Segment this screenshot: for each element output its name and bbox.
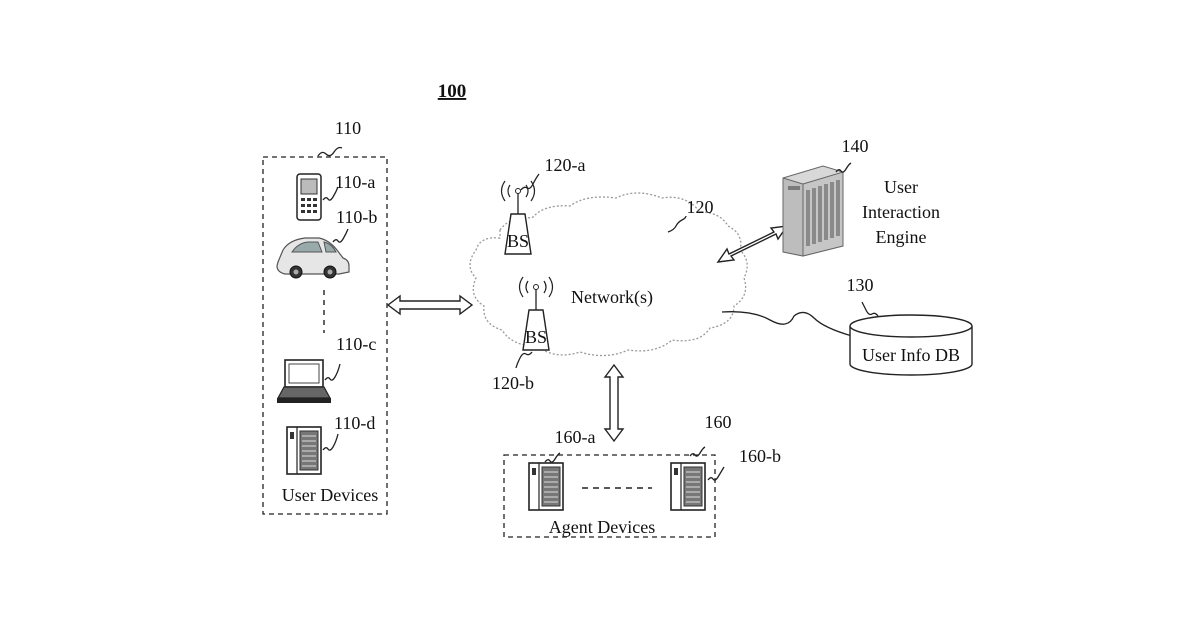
agent-devices-group: Agent Devices 160 160-a	[504, 412, 781, 537]
base-station-ref-120-a: 120-a	[545, 155, 586, 175]
user-info-db: User Info DB 130	[847, 275, 973, 375]
server-tower-icon	[287, 427, 321, 474]
engine-label-line-2: Interaction	[862, 202, 940, 222]
server-tower-icon	[783, 166, 843, 256]
device-ref-110-c: 110-c	[336, 334, 376, 354]
server-tower-icon	[529, 463, 563, 510]
leader-line	[862, 302, 878, 316]
connection-line-network-db	[722, 312, 852, 336]
user-interaction-engine: 140 User Interaction Engine	[783, 136, 940, 256]
db-label: User Info DB	[862, 345, 960, 365]
device-ref-110-b: 110-b	[336, 207, 377, 227]
user-devices-label: User Devices	[282, 485, 378, 505]
device-ref-160-b: 160-b	[739, 446, 781, 466]
base-station-ref-120-b: 120-b	[492, 373, 534, 393]
leader-line	[516, 352, 532, 368]
agent-devices-ref: 160	[705, 412, 732, 432]
laptop-icon	[277, 360, 331, 403]
user-devices-ref: 110	[335, 118, 361, 138]
base-station-label: BS	[507, 231, 529, 251]
engine-ref: 140	[842, 136, 869, 156]
network-label: Network(s)	[571, 287, 653, 308]
car-icon	[277, 238, 349, 278]
db-ref: 130	[847, 275, 874, 295]
device-ref-110-d: 110-d	[334, 413, 375, 433]
user-devices-group: 110 User Devices 110-a 110-b	[263, 118, 387, 514]
bidirectional-arrow-users-network	[388, 296, 472, 314]
leader-line	[318, 148, 342, 157]
device-ref-110-a: 110-a	[335, 172, 375, 192]
device-ref-160-a: 160-a	[555, 427, 596, 447]
agent-devices-label: Agent Devices	[549, 517, 655, 537]
bidirectional-arrow-network-agents	[605, 365, 623, 441]
base-station-label: BS	[525, 327, 547, 347]
leader-line	[325, 364, 340, 380]
leader-line	[333, 229, 348, 242]
network-ref: 120	[687, 197, 714, 217]
leader-line	[323, 434, 338, 450]
figure-number: 100	[438, 81, 467, 102]
engine-label-line-1: User	[884, 177, 918, 197]
mobile-phone-icon	[297, 174, 321, 220]
leader-line	[521, 174, 539, 190]
network-cloud: Network(s) 120 BS 120-a BS 120-b	[470, 155, 747, 393]
leader-line	[708, 467, 724, 480]
engine-label-line-3: Engine	[876, 227, 927, 247]
server-tower-icon	[671, 463, 705, 510]
